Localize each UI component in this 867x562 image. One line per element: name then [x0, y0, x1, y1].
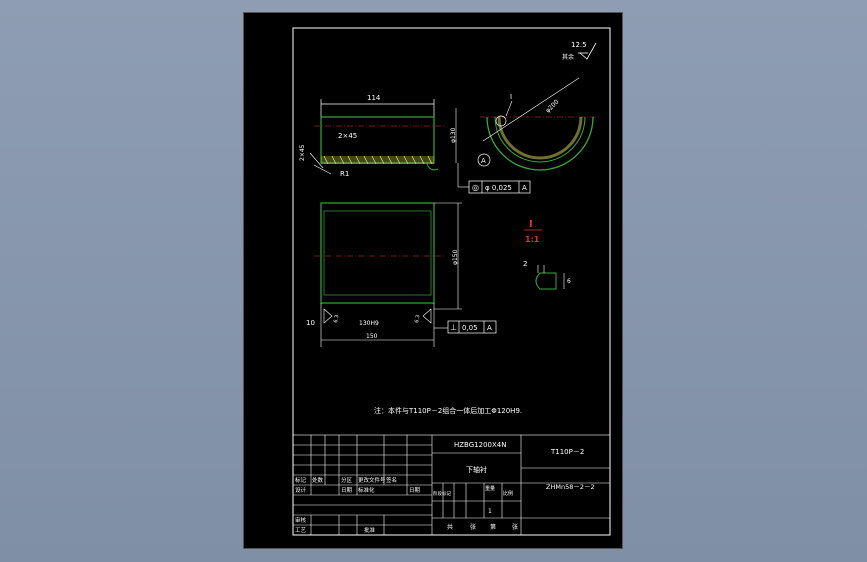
detail-view: I 1:1 2 6 [523, 219, 571, 290]
tb-stage-0: 阶段标记 [433, 490, 451, 497]
tb-stage-2: 比例 [503, 490, 513, 497]
tb-review: 审核 [295, 516, 307, 524]
roughness-label: 其余 [562, 53, 574, 61]
tb-quantity: 1 [488, 508, 492, 515]
dim-bore: 130H9 [359, 320, 379, 327]
tb-h2: 分区 [341, 476, 353, 484]
tol2-symbol: ⊥ [450, 323, 457, 332]
tol1-value: φ 0,025 [485, 184, 512, 192]
tb-sheet-2: 第 [490, 523, 496, 531]
tb-r2-3: 标准化 [358, 486, 375, 494]
tb-r2-0: 设计 [295, 486, 307, 494]
dim-fillet: R1 [340, 170, 349, 178]
detail-title: I [529, 219, 533, 230]
detail-dim-a: 2 [523, 260, 527, 268]
detail-scale: 1:1 [525, 235, 540, 244]
tb-sheet-3: 张 [512, 523, 518, 531]
tb-h1: 处数 [312, 476, 324, 484]
detail-marker: I [510, 93, 512, 101]
tb-part-name: 下轴衬 [466, 465, 487, 474]
dim-angle-left: 6.3 [333, 314, 340, 323]
tolerance-frame-1: ◎ φ 0,025 A [457, 163, 531, 194]
dim-chamfer: 2×45 [338, 132, 357, 140]
dim-angle-right: 6.3 [414, 314, 421, 323]
tb-drawing-no: T110P－2 [550, 448, 584, 456]
tb-stage-1: 重量 [485, 485, 495, 492]
top-view: 114 2×45 2×45 R1 φ130 [299, 94, 457, 178]
dim-inner-dia: φ130 [450, 127, 457, 143]
detail-dim-b: 6 [567, 278, 571, 285]
tb-sheet-0: 共 [447, 523, 453, 531]
tolerance-frame-2: ⊥ 0,05 A [434, 320, 497, 334]
tb-r2-5: 日期 [409, 487, 421, 494]
dim-outer-dia: φ200 [544, 98, 560, 114]
tol2-value: 0,05 [462, 324, 478, 332]
dim-height: φ150 [452, 249, 459, 265]
tb-h4: 签名 [386, 476, 397, 484]
tb-h3: 更改文件号 [358, 476, 386, 484]
tb-material: ZHMn58－2－2 [546, 483, 595, 491]
tb-sheet-1: 张 [470, 523, 476, 531]
front-view: φ150 150 10 6.3 6.3 130H9 [306, 202, 462, 347]
tb-code: HZBG1200X4N [454, 441, 506, 449]
dim-width: 150 [366, 333, 378, 340]
dim-offset: 10 [306, 319, 315, 327]
right-view: φ200 I A [477, 77, 601, 171]
tol1-datum: A [522, 184, 527, 192]
tb-h0: 标记 [295, 476, 307, 484]
title-block [292, 434, 611, 536]
tb-approve: 批准 [364, 526, 376, 534]
tol2-datum: A [487, 324, 492, 332]
datum-a: A [481, 157, 486, 165]
dim-chamfer-side: 2×45 [299, 144, 306, 161]
roughness-value: 12.5 [571, 41, 587, 49]
tb-process: 工艺 [295, 527, 307, 534]
dim-length: 114 [367, 94, 381, 102]
technical-note: 注：本件与T110P－2组合一体后加工Φ120H9. [374, 406, 522, 415]
tol1-symbol: ◎ [472, 183, 479, 192]
title-block-text: HZBG1200X4N 下轴衬 T110P－2 ZHMn58－2－2 标记 处数… [295, 441, 595, 534]
drawing-sheet: 12.5 其余 114 2×45 2×45 R1 φ130 φ200 I A [244, 13, 622, 548]
roughness-symbol: 12.5 其余 [562, 41, 597, 61]
tb-r2-2: 日期 [341, 487, 353, 494]
